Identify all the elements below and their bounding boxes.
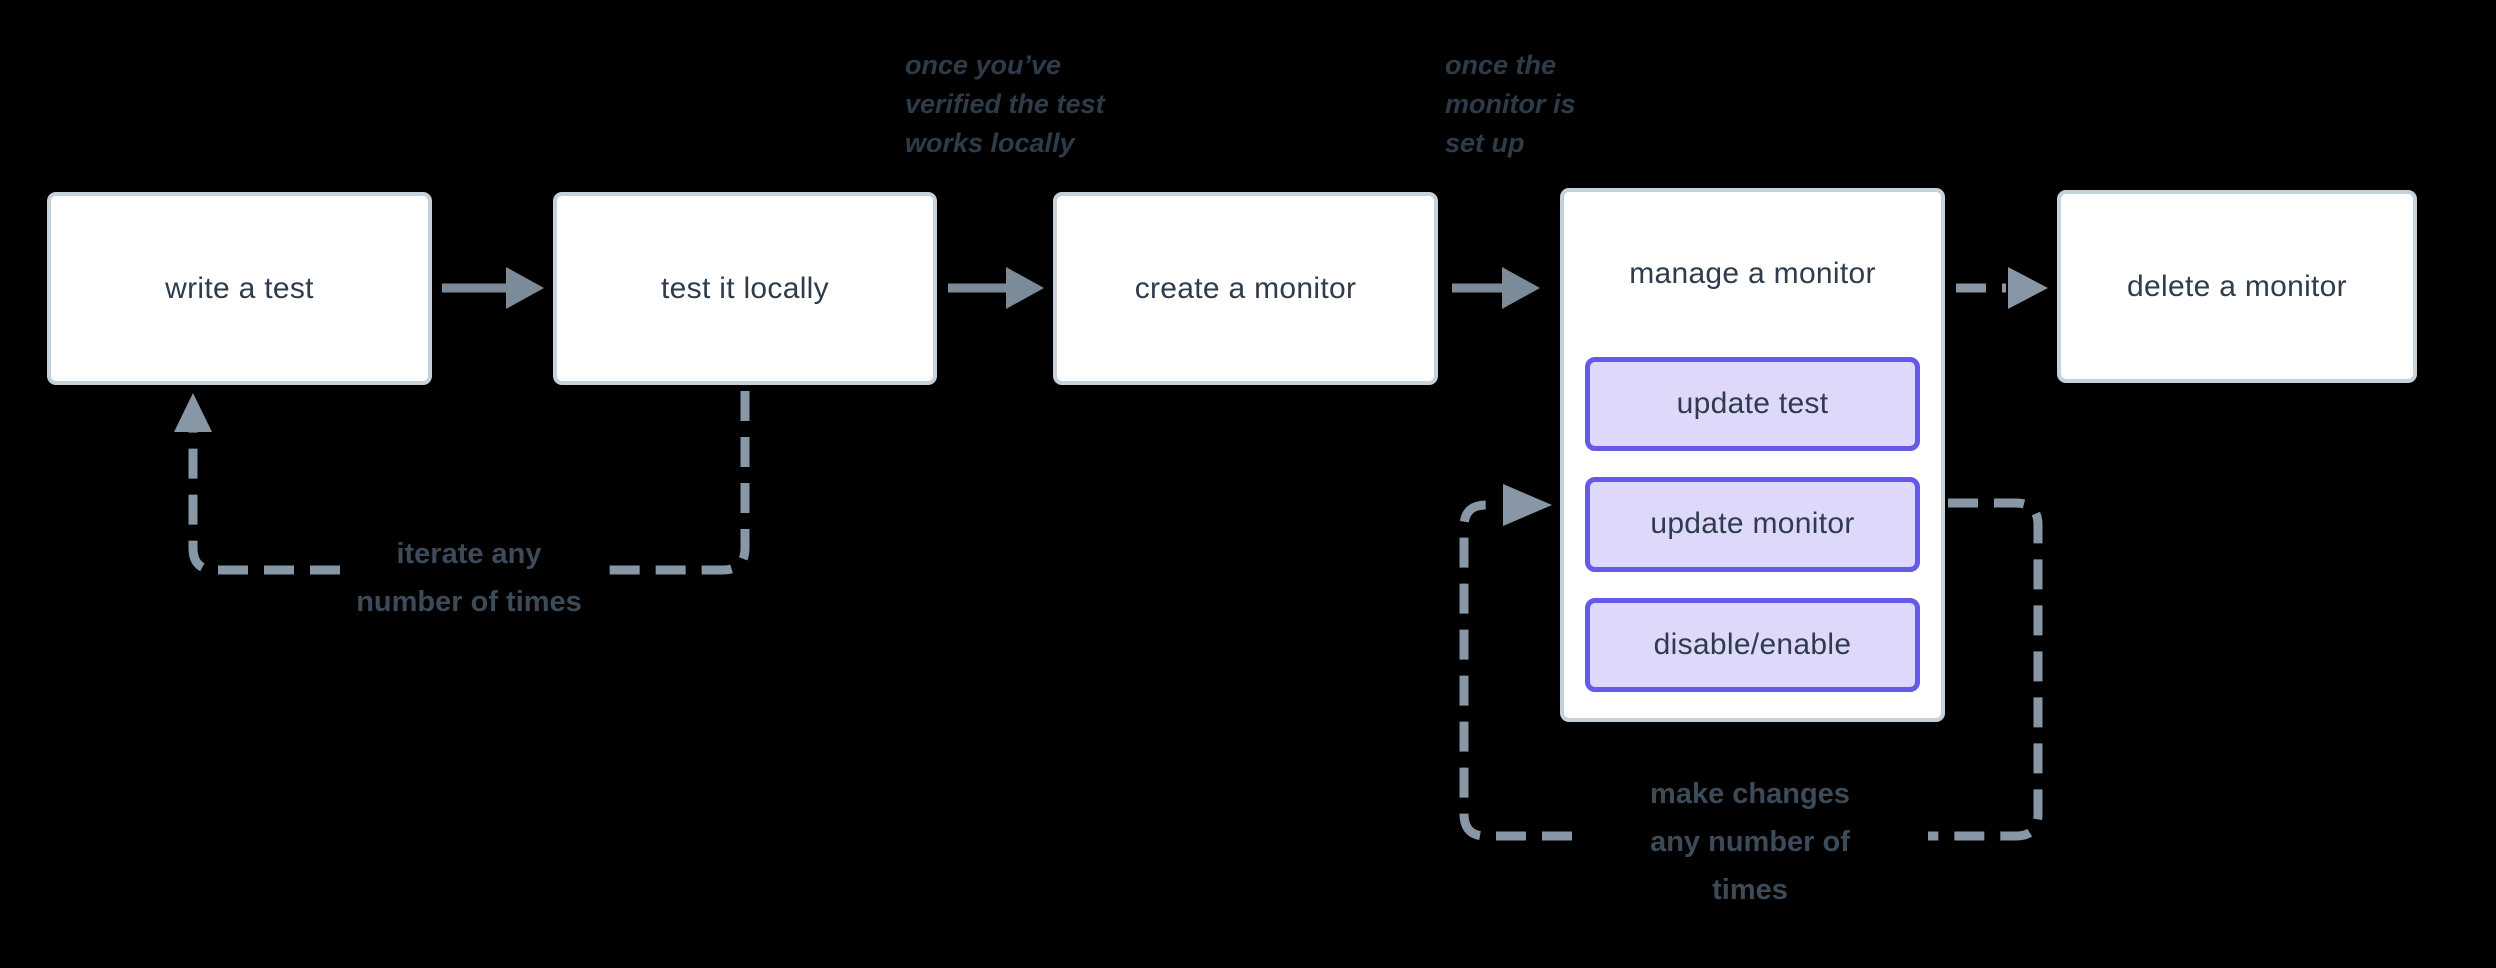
loop-label-line: times xyxy=(1712,874,1788,906)
annotation-line: verified the test xyxy=(905,89,1105,119)
node-write-test: write a test xyxy=(47,192,432,385)
annotation-line: works locally xyxy=(905,128,1075,158)
annotation-line: set up xyxy=(1445,128,1525,158)
arrow-create-to-manage xyxy=(1452,267,1540,309)
node-manage-monitor-title: manage a monitor xyxy=(1629,192,1876,357)
node-delete-monitor: delete a monitor xyxy=(2057,190,2417,383)
node-create-monitor: create a monitor xyxy=(1053,192,1438,385)
node-create-monitor-label: create a monitor xyxy=(1134,271,1357,305)
annotation-line: monitor is xyxy=(1445,89,1576,119)
node-manage-monitor-label: manage a monitor xyxy=(1629,257,1876,291)
arrow-test-to-create xyxy=(948,267,1044,309)
action-update-test-label: update test xyxy=(1676,387,1829,420)
action-disable-enable: disable/enable xyxy=(1585,597,1920,692)
node-test-locally: test it locally xyxy=(553,192,937,385)
label-make-changes-loop: make changes any number of times xyxy=(1550,770,1950,914)
node-delete-monitor-label: delete a monitor xyxy=(2127,269,2347,303)
action-update-test: update test xyxy=(1585,356,1920,452)
arrow-write-to-test xyxy=(442,267,544,309)
node-write-test-label: write a test xyxy=(165,271,314,305)
action-disable-enable-label: disable/enable xyxy=(1653,627,1852,661)
loop-label-line: make changes xyxy=(1650,778,1850,810)
annotation-monitor-setup: once the monitor is set up xyxy=(1445,46,1576,163)
annotation-line: once you’ve xyxy=(905,50,1062,80)
action-update-monitor: update monitor xyxy=(1585,477,1920,572)
label-iterate-loop: iterate any number of times xyxy=(269,530,669,626)
loop-iterate xyxy=(174,391,750,575)
loop-make-changes xyxy=(1459,484,2043,841)
arrow-manage-to-delete xyxy=(1956,267,2048,309)
annotation-line: once the xyxy=(1445,50,1557,80)
action-update-monitor-label: update monitor xyxy=(1650,507,1855,541)
annotation-verified-locally: once you’ve verified the test works loca… xyxy=(905,46,1105,163)
node-manage-monitor: manage a monitor update test update moni… xyxy=(1560,188,1945,722)
loop-label-line: iterate any xyxy=(396,538,542,570)
loop-label-line: any number of xyxy=(1650,826,1850,858)
node-test-locally-label: test it locally xyxy=(661,271,829,305)
loop-label-line: number of times xyxy=(356,586,582,618)
